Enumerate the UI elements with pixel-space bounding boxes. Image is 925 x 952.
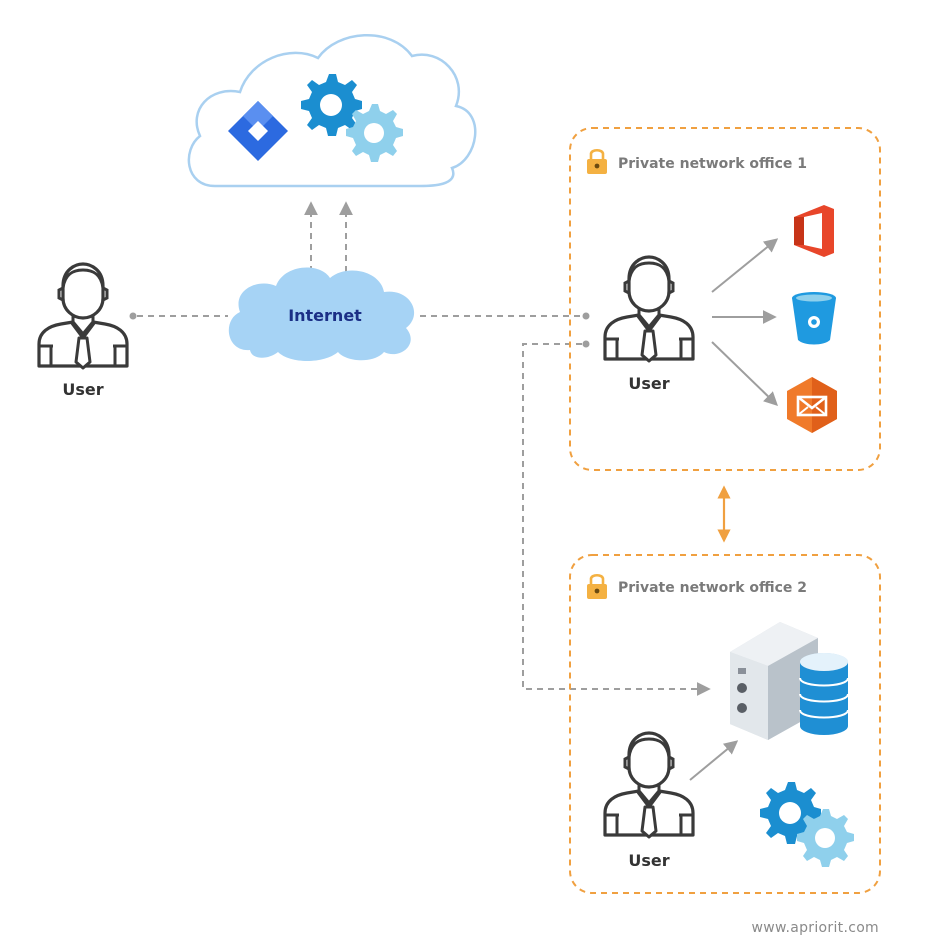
- gears-icon: [760, 782, 854, 867]
- office1-border: [569, 127, 881, 471]
- user-left: User: [37, 262, 129, 399]
- office2-border: [569, 554, 881, 894]
- footer-url: www.apriorit.com: [751, 920, 879, 936]
- internet-cloud-shape: [228, 267, 415, 361]
- user-icon: [603, 731, 695, 839]
- internet-label: Internet: [288, 306, 362, 325]
- office1-network: Private network office 1 User: [569, 127, 881, 471]
- lock-icon: [585, 148, 609, 176]
- connector-internet-office1: [420, 312, 590, 320]
- bitbucket-icon: [792, 292, 836, 345]
- user-icon: [603, 255, 695, 363]
- user-office2-label: User: [628, 851, 669, 870]
- jira-icon: [228, 101, 288, 161]
- user-office1-label: User: [628, 374, 669, 393]
- user-to-server-arrow: [689, 740, 739, 781]
- connector-user-internet: [129, 312, 228, 320]
- internet-to-cloud-arrows: [304, 201, 353, 272]
- lock-icon: [585, 573, 609, 601]
- office2-label: Private network office 2: [618, 580, 807, 596]
- office2-network: Private network office 2 User: [569, 554, 881, 894]
- user-left-label: User: [62, 380, 103, 399]
- office1-label: Private network office 1: [618, 156, 807, 172]
- mail-icon: [787, 377, 837, 433]
- cloud-services: [187, 34, 477, 188]
- server-database-icon: [730, 622, 849, 740]
- user-icon: [37, 262, 129, 370]
- connector-office1-server: [522, 340, 711, 696]
- internet-cloud: Internet: [228, 267, 415, 361]
- office1-arrows: [711, 238, 779, 406]
- ms-office-icon: [794, 205, 834, 257]
